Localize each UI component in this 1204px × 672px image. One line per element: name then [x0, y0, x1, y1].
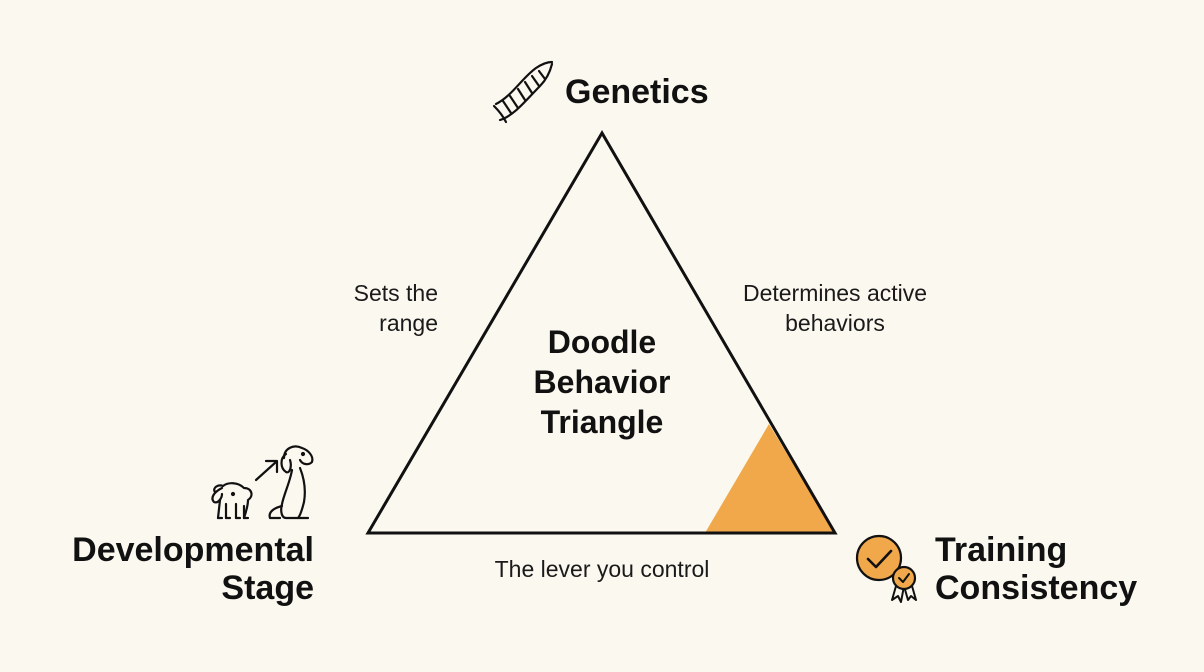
award-badge-icon	[855, 534, 917, 603]
left-edge-label-line-2: range	[379, 310, 438, 336]
center-title: Doodle Behavior Triangle	[482, 322, 722, 442]
left-edge-label-line-1: Sets the	[353, 280, 438, 306]
genetics-label: Genetics	[565, 73, 709, 111]
triangle-outline	[365, 130, 838, 535]
right-edge-label-line-2: behaviors	[785, 310, 885, 336]
developmental-stage-label: Developmental Stage	[40, 531, 314, 607]
center-title-line-3: Triangle	[540, 404, 664, 440]
right-edge-label-line-1: Determines active	[742, 280, 928, 306]
training-consistency-label-line-1: Training	[935, 531, 1068, 569]
dna-icon	[492, 60, 554, 124]
center-title-line-1: Doodle	[547, 324, 657, 360]
bottom-edge-label: The lever you control	[494, 556, 710, 582]
training-consistency-label: Training Consistency	[935, 531, 1137, 607]
developmental-stage-label-line-2: Stage	[221, 569, 314, 607]
left-edge-label: Sets the range	[300, 278, 438, 338]
center-title-line-2: Behavior	[533, 364, 671, 400]
developmental-stage-label-line-1: Developmental	[72, 531, 314, 569]
puppy-to-dog-icon	[211, 445, 314, 520]
accent-corner	[705, 424, 835, 533]
training-consistency-label-line-2: Consistency	[935, 569, 1138, 607]
right-edge-label: Determines active behaviors	[700, 278, 970, 338]
